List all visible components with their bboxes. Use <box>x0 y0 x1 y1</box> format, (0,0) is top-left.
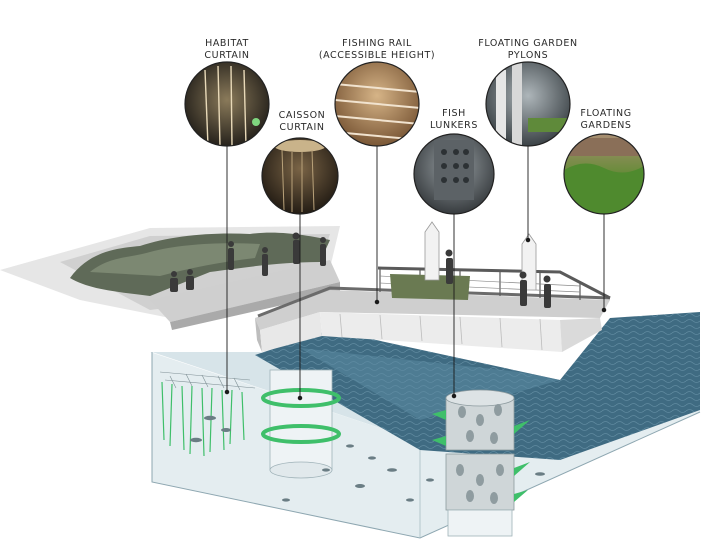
fish-lunkers-label: FISH LUNKERS <box>414 108 494 132</box>
habitat-curtain-label-line1: HABITAT <box>205 38 249 49</box>
water-surface <box>255 312 700 460</box>
leader-lines <box>224 146 607 401</box>
caisson-curtain-label-line1: CAISSON <box>278 110 326 121</box>
fish-school <box>190 415 545 502</box>
fishing-rail-label-line1: FISHING RAIL <box>342 38 412 49</box>
caisson-curtain-photo <box>261 137 339 215</box>
people <box>170 232 551 308</box>
floating-garden-pylons-label-line1: FLOATING GARDEN <box>478 38 578 49</box>
floating-garden-pylons-photo <box>485 61 571 147</box>
habitat-curtain-grid <box>159 371 256 391</box>
floating-gardens-label: FLOATING GARDENS <box>568 108 644 132</box>
fishing-rail-photo <box>334 61 420 147</box>
floating-gardens-label-line1: FLOATING <box>580 108 632 119</box>
fishing-rail-label-line2: (ACCESSIBLE HEIGHT) <box>318 50 436 61</box>
lunker-cylinders <box>432 389 530 537</box>
floating-garden-pylons-label: FLOATING GARDEN PYLONS <box>478 38 578 62</box>
fish-lunkers-photo <box>413 133 495 215</box>
caisson-curtain-label-line2: CURTAIN <box>279 122 325 133</box>
floating-gardens-label-line2: GARDENS <box>580 120 632 131</box>
fish-lunkers-label-line1: FISH <box>442 108 466 119</box>
habitat-curtain-label: HABITAT CURTAIN <box>187 38 267 62</box>
garden-pylons <box>424 221 537 291</box>
floating-gardens-photo <box>563 133 645 215</box>
habitat-curtain-vegetation <box>161 381 245 457</box>
fish-lunkers-label-line2: LUNKERS <box>430 120 478 131</box>
caisson-curtain-label: CAISSON CURTAIN <box>262 110 342 134</box>
floating-garden-pylons-label-line2: PYLONS <box>507 50 549 61</box>
caisson-cylinder <box>261 369 341 479</box>
habitat-curtain-label-line2: CURTAIN <box>204 50 250 61</box>
habitat-curtain-photo <box>184 61 270 147</box>
plaza <box>0 226 340 330</box>
fishing-rail-label: FISHING RAIL (ACCESSIBLE HEIGHT) <box>317 38 437 62</box>
